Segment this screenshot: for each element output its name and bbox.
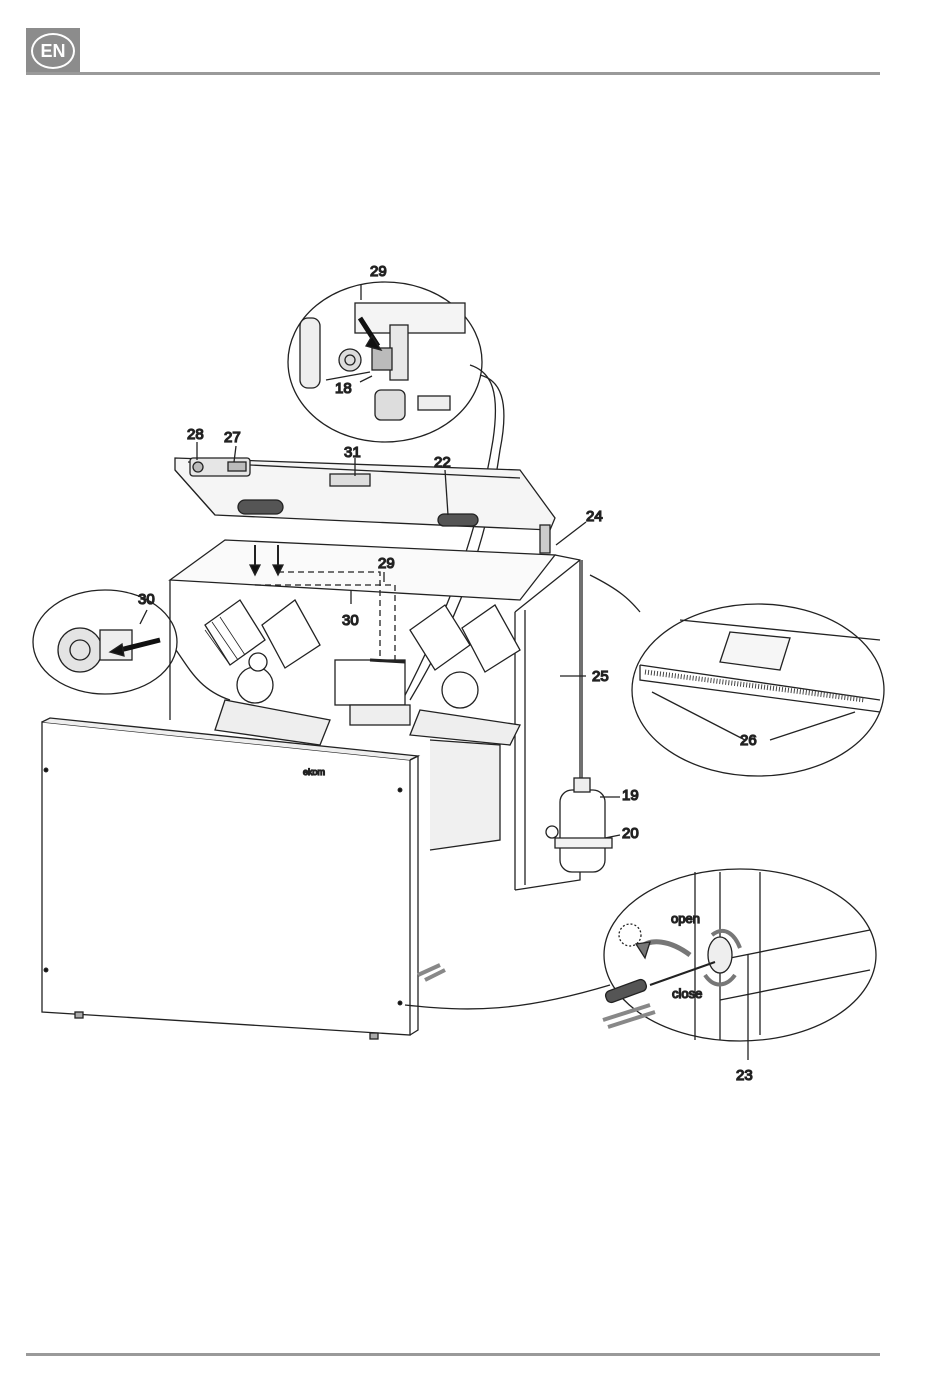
panel-brand-logo: ekom: [303, 767, 325, 777]
callout-29-main: 29: [378, 555, 395, 572]
callout-30-main: 30: [342, 612, 359, 629]
condensate-bottle: [546, 560, 612, 872]
callout-28: 28: [187, 426, 204, 443]
detail-circle-left: [33, 590, 230, 700]
callout-30-detail: 30: [138, 591, 155, 608]
detail-circle-bottom: [405, 869, 876, 1060]
callout-26: 26: [740, 732, 757, 749]
callout-22: 22: [434, 454, 451, 471]
detail-circle-right: [590, 575, 884, 776]
unit-lid: [175, 458, 555, 530]
callout-24: 24: [586, 508, 603, 525]
callout-18: 18: [335, 380, 352, 397]
callout-20: 20: [622, 825, 639, 842]
compressor-right: [410, 605, 520, 745]
callout-27: 27: [224, 429, 241, 446]
compressor-left: [205, 600, 330, 745]
label-open: open: [671, 911, 700, 926]
front-panel: [42, 718, 445, 1039]
label-close: close: [672, 986, 702, 1001]
callout-23: 23: [736, 1067, 753, 1084]
callout-31: 31: [344, 444, 361, 461]
callout-25: 25: [592, 668, 609, 685]
control-valve-block: [335, 660, 410, 725]
callout-19: 19: [622, 787, 639, 804]
callout-29-detail: 29: [370, 263, 387, 280]
